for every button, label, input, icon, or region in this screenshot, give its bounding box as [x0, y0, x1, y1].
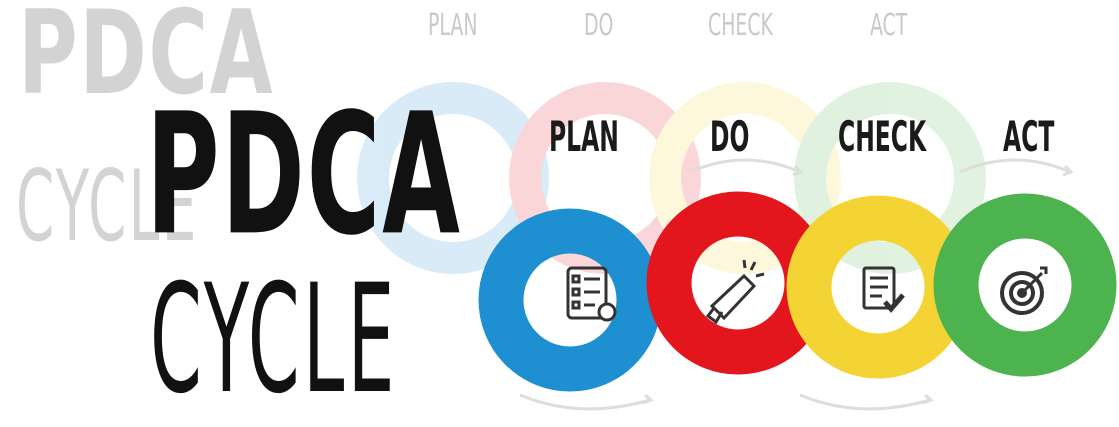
arrow-icon [1062, 164, 1074, 177]
megaphone-icon [705, 259, 765, 325]
background-ring-check [649, 82, 841, 274]
step-label-plan: PLAN [549, 112, 619, 161]
ring-act [933, 193, 1117, 377]
background-step-label: DO [584, 8, 614, 43]
step-rings [478, 191, 1117, 392]
arrow-icon [959, 158, 1071, 174]
step-label-do: DO [710, 112, 750, 161]
main-title: PDCA [146, 78, 462, 273]
background-subtitle: CYCLE [16, 150, 199, 264]
step-label-act: ACT [1003, 112, 1055, 161]
main-subtitle: CYCLE [150, 253, 398, 427]
arrow-icon [799, 393, 931, 411]
background-title: PDCA [18, 0, 275, 121]
ring-plan [478, 208, 662, 392]
background-ring-plan [357, 82, 549, 274]
background-step-label: PLAN [428, 8, 478, 43]
arrow-icon [792, 164, 804, 177]
arrow-icon [689, 158, 801, 174]
report-check-icon [862, 266, 905, 313]
background-step-label: ACT [870, 8, 908, 43]
background-step-label: CHECK [708, 8, 773, 43]
background-ring-act [794, 82, 986, 274]
target-icon [1000, 266, 1048, 315]
checklist-icon [566, 266, 617, 322]
background-arrows [519, 158, 1074, 411]
arrow-icon [922, 393, 934, 405]
arrow-icon [519, 393, 651, 411]
arrow-icon [642, 393, 654, 405]
step-label-check: CHECK [838, 112, 927, 161]
